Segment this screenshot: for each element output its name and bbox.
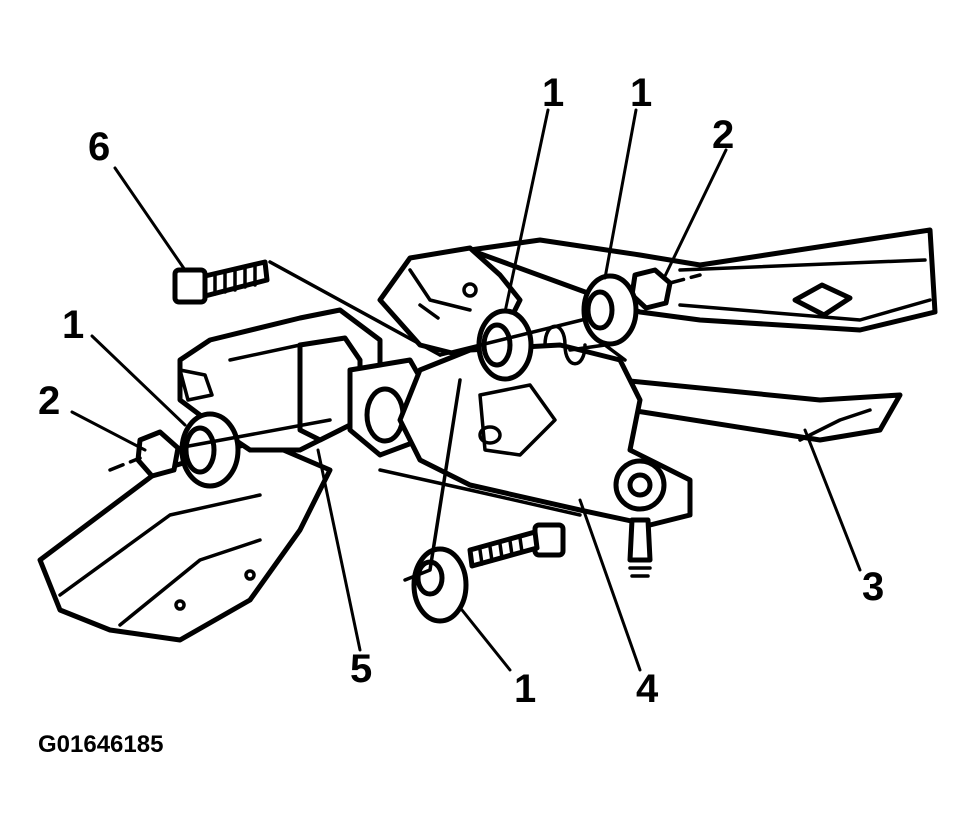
frame-rail-left <box>37 437 333 643</box>
bolt-upper <box>172 259 270 305</box>
callout-3: 3 <box>862 565 884 609</box>
callout-1-top-right: 1 <box>630 71 652 115</box>
callout-2-right: 2 <box>712 113 734 157</box>
callout-4: 4 <box>636 667 659 711</box>
callout-1-left: 1 <box>62 303 84 347</box>
callouts: 6 1 1 2 1 2 3 5 1 4 <box>38 71 884 711</box>
assembly-axes <box>108 260 702 582</box>
bushing-left <box>179 411 241 489</box>
bolt-lower <box>467 522 566 569</box>
lower-control-arm <box>378 324 693 578</box>
callout-5: 5 <box>350 647 372 691</box>
bushing-lower <box>411 546 469 624</box>
nut-left <box>135 429 181 479</box>
leader-lines <box>70 108 862 672</box>
callout-1-bottom: 1 <box>514 667 536 711</box>
callout-6: 6 <box>88 125 110 169</box>
frame-crossmember <box>467 227 938 443</box>
callout-1-top-center: 1 <box>542 71 564 115</box>
callout-2-left: 2 <box>38 379 60 423</box>
figure-id: G01646185 <box>38 731 163 758</box>
bushing-right <box>581 273 639 347</box>
